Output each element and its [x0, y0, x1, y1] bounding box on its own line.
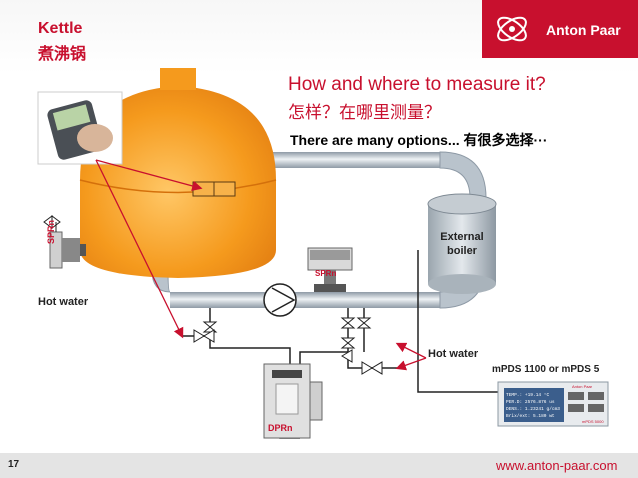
- sprn-top-label: SPRn: [315, 269, 336, 278]
- hot-water-left-label: Hot water: [38, 296, 89, 308]
- mpds-model-text: mPDS 5000: [582, 419, 604, 424]
- mpds-screen-line-4: Brix/ext: 5.180 wt: [506, 413, 555, 419]
- handheld-density-meter: [37, 91, 123, 165]
- page-number: 17: [8, 459, 20, 470]
- page-title: Kettle: [38, 20, 83, 37]
- external-boiler-line1: External: [440, 231, 484, 243]
- external-boiler: [427, 193, 497, 294]
- external-boiler-label: External boiler: [438, 230, 486, 258]
- anton-paar-logo: [482, 0, 638, 58]
- bottom-pipe-body: [170, 292, 440, 308]
- question-english: How and where to measure it?: [288, 74, 546, 95]
- footer-url[interactable]: www.anton-paar.com: [496, 458, 618, 473]
- mpds-device: [497, 381, 609, 427]
- dprn-sensor: [263, 363, 323, 439]
- question-chinese: 怎样？在哪里测量？: [288, 103, 441, 122]
- sprn-sensor-left: [43, 215, 86, 269]
- footer-bar: [0, 453, 638, 478]
- page-title-chinese: 煮沸锅: [38, 46, 87, 63]
- mpds-screen-line-2: PER.D: 2576.876 us: [506, 399, 555, 405]
- mpds-brand-text: Anton Paar: [572, 384, 593, 389]
- options-text: There are many options... 有很多选择···: [290, 132, 548, 148]
- pump-icon: [263, 283, 297, 317]
- process-lines: [182, 250, 498, 439]
- external-boiler-line2: boiler: [447, 245, 477, 257]
- atom-logo-icon: [497, 16, 527, 42]
- sprn-left-label: SPRn: [46, 219, 56, 244]
- dprn-label: DPRn: [268, 423, 293, 433]
- logo-text: Anton Paar: [546, 22, 621, 38]
- mpds-screen-line-1: TEMP.: +19.14 °C: [506, 392, 550, 398]
- mpds-screen-line-3: DENS.: 1.23241 g/cm3: [506, 406, 560, 412]
- mpds-label: mPDS 1100 or mPDS 5: [492, 364, 600, 375]
- red-arrows: [95, 159, 427, 371]
- hot-water-right-label: Hot water: [428, 348, 479, 360]
- sprn-sensor-top: [307, 247, 353, 292]
- top-pipe-body: [260, 152, 440, 168]
- valve-symbols: [193, 317, 383, 375]
